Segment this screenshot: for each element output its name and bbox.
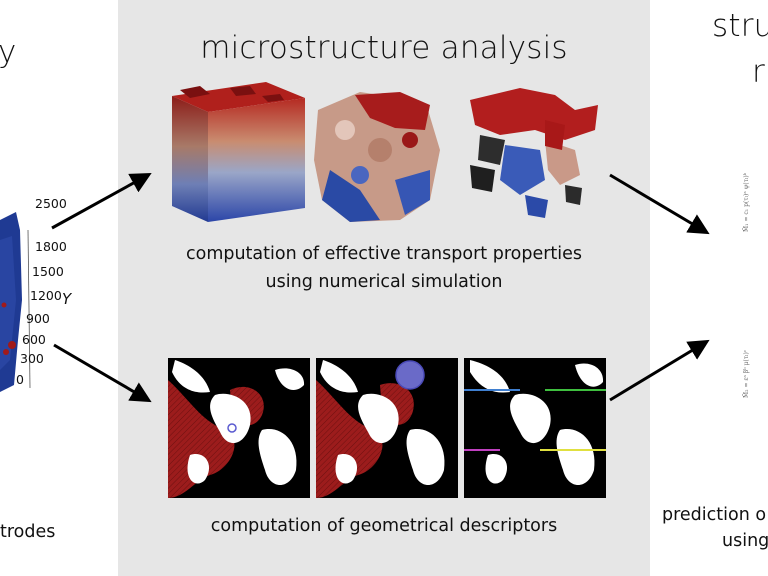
binary-image-hatched [168,358,310,498]
axis-tick: 0 [16,372,24,387]
caption-simulation-line2: using numerical simulation [265,272,503,292]
arrow-to-descriptors [53,343,152,403]
formula-top: M̃₁ = c₁ p(τₗ)ᵃ ψ(τₗ)ᵇ [743,172,750,232]
arrow-from-simulation [609,173,710,235]
structure-cluster-phase [470,88,598,218]
axis-tick: 900 [26,311,50,326]
right-panel [650,0,768,576]
binary-image-chords [464,358,606,498]
structure-particle-phase [314,92,440,222]
axis-tick: 300 [20,351,44,366]
y-axis-line [27,229,31,389]
axis-tick: 2500 [35,196,67,211]
right-title-line1: stru [712,8,768,44]
right-title-line2: r [752,54,765,90]
left-caption-fragment: trodes [0,522,56,542]
axis-tick: 1200 [30,288,62,303]
formula-bottom: M̃₂ = εᵃ βᵇ μ(τₗ)ᶜ [743,350,750,398]
caption-descriptors: computation of geometrical descriptors [210,516,558,536]
axis-tick: 600 [22,332,46,347]
axis-label-y: Y [62,290,72,308]
cube-potential-field [172,82,305,222]
arrow-to-simulation [51,172,152,230]
left-title-fragment: y [0,34,17,70]
right-caption-line1: prediction o [662,505,767,525]
caption-simulation-line1: computation of effective transport prope… [185,244,583,264]
axis-tick: 1500 [32,264,64,279]
axis-tick: 1800 [35,239,67,254]
electrode-volume [0,212,31,392]
arrow-from-descriptors [609,339,710,402]
binary-image-spheres [316,358,458,498]
middle-title: microstructure analysis [200,30,568,66]
right-caption-line2: using [722,531,768,551]
